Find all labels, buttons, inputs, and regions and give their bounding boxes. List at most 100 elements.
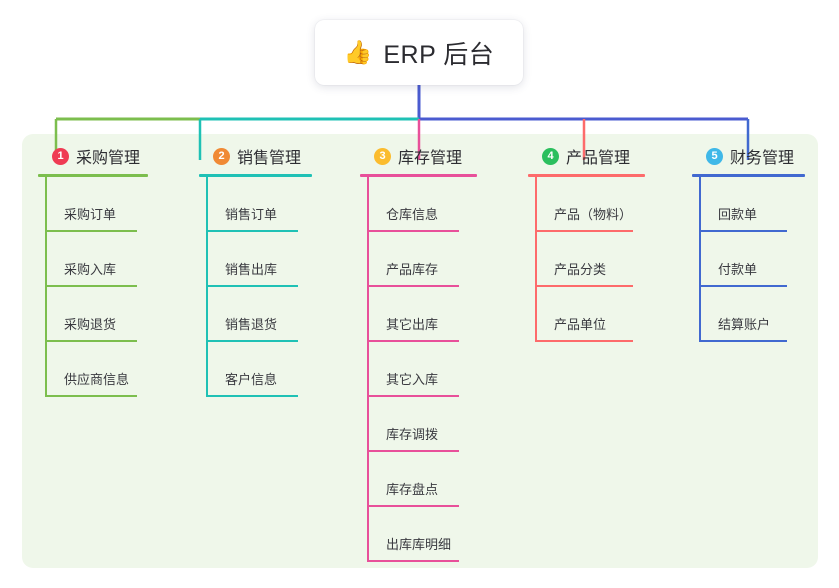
branch-number-badge: 5 (706, 147, 723, 165)
branch-item-underline (206, 395, 298, 397)
branch-item-underline (367, 450, 459, 452)
branch-number-badge: 2 (213, 147, 230, 165)
branch-item[interactable]: 供应商信息 (38, 342, 150, 397)
branch-column-1: 1 采购管理采购订单采购入库采购退货供应商信息 (38, 145, 150, 397)
branch-item-list: 回款单付款单结算账户 (692, 177, 805, 342)
branch-column-2: 2 销售管理销售订单销售出库销售退货客户信息 (199, 145, 312, 397)
branch-item-label: 采购订单 (64, 207, 117, 222)
branch-underline (38, 174, 148, 177)
branch-item-underline (535, 230, 633, 232)
root-node[interactable]: 👍 ERP 后台 (315, 20, 523, 85)
branch-number-badge: 1 (52, 147, 69, 165)
branch-title: 财务管理 (730, 150, 795, 167)
branch-item-underline (367, 560, 459, 562)
branch-item-underline (45, 340, 137, 342)
branch-item[interactable]: 出库库明细 (360, 507, 476, 562)
branch-item-underline (535, 285, 633, 287)
branch-item[interactable]: 回款单 (692, 177, 805, 232)
branch-item-label: 库存盘点 (386, 482, 439, 497)
branch-item[interactable]: 产品库存 (360, 232, 476, 287)
branch-item-label: 采购退货 (64, 317, 117, 332)
branch-item-label: 采购入库 (64, 262, 117, 277)
branch-header-4[interactable]: 4 产品管理 (528, 145, 645, 167)
branch-item[interactable]: 客户信息 (199, 342, 312, 397)
branch-item-label: 客户信息 (225, 372, 278, 387)
branch-number-badge: 4 (542, 147, 559, 165)
branch-header-3[interactable]: 3 库存管理 (360, 145, 476, 167)
branch-item[interactable]: 结算账户 (692, 287, 805, 342)
branch-item-underline (535, 340, 633, 342)
branch-item-label: 销售订单 (225, 207, 278, 222)
branch-item-label: 其它出库 (386, 317, 439, 332)
branch-spine (699, 177, 701, 342)
branch-item-underline (699, 285, 787, 287)
branch-item-underline (699, 230, 787, 232)
branch-item[interactable]: 其它入库 (360, 342, 476, 397)
branch-item[interactable]: 产品（物料） (528, 177, 645, 232)
branch-item-label: 产品单位 (554, 317, 607, 332)
branch-spine (535, 177, 537, 342)
branch-item-underline (206, 340, 298, 342)
branch-item-label: 销售出库 (225, 262, 278, 277)
branch-item-label: 供应商信息 (64, 372, 130, 387)
branch-item[interactable]: 销售退货 (199, 287, 312, 342)
branch-column-3: 3 库存管理仓库信息产品库存其它出库其它入库库存调拨库存盘点出库库明细 (360, 145, 477, 562)
branch-item-label: 回款单 (718, 207, 758, 222)
branch-item-underline (45, 395, 137, 397)
branch-number-badge: 3 (374, 147, 391, 165)
root-node-title: ERP 后台 (383, 40, 495, 69)
branch-title: 采购管理 (76, 150, 141, 167)
root-node-content: 👍 ERP 后台 (344, 35, 495, 71)
branch-underline (199, 174, 312, 177)
branch-header-2[interactable]: 2 销售管理 (199, 145, 312, 167)
branch-item[interactable]: 销售订单 (199, 177, 312, 232)
branch-spine (45, 177, 47, 397)
branch-item-underline (367, 285, 459, 287)
branch-title: 产品管理 (566, 150, 631, 167)
branch-spine (367, 177, 369, 562)
branch-item[interactable]: 库存盘点 (360, 452, 476, 507)
branch-item[interactable]: 库存调拨 (360, 397, 476, 452)
branch-item[interactable]: 销售出库 (199, 232, 312, 287)
branch-item[interactable]: 仓库信息 (360, 177, 476, 232)
branch-item-underline (699, 340, 787, 342)
branch-item-list: 产品（物料） 产品分类产品单位 (528, 177, 645, 342)
branch-column-4: 4 产品管理产品（物料） 产品分类产品单位 (528, 145, 645, 342)
branch-item[interactable]: 采购入库 (38, 232, 150, 287)
branch-item[interactable]: 产品分类 (528, 232, 645, 287)
branch-underline (692, 174, 805, 177)
branch-title: 库存管理 (398, 150, 463, 167)
branch-column-5: 5 财务管理回款单付款单结算账户 (692, 145, 805, 342)
branch-item-underline (367, 230, 459, 232)
branch-spine (206, 177, 208, 397)
branch-item-label: 结算账户 (718, 317, 771, 332)
branch-item-underline (367, 505, 459, 507)
branch-title: 销售管理 (237, 150, 302, 167)
branch-item-label: 其它入库 (386, 372, 439, 387)
branch-item-label: 产品库存 (386, 262, 439, 277)
branch-item-label: 付款单 (718, 262, 758, 277)
branch-underline (528, 174, 645, 177)
branch-header-5[interactable]: 5 财务管理 (692, 145, 805, 167)
branch-item-label: 产品（物料） (554, 207, 633, 222)
branch-item[interactable]: 付款单 (692, 232, 805, 287)
branch-item-label: 产品分类 (554, 262, 607, 277)
branch-item-underline (367, 340, 459, 342)
branch-item-label: 出库库明细 (386, 537, 452, 552)
branch-item-list: 仓库信息产品库存其它出库其它入库库存调拨库存盘点出库库明细 (360, 177, 476, 562)
branch-item-underline (45, 230, 137, 232)
branch-item-label: 仓库信息 (386, 207, 439, 222)
branch-underline (360, 174, 477, 177)
branch-header-1[interactable]: 1 采购管理 (38, 145, 150, 167)
branch-item[interactable]: 产品单位 (528, 287, 645, 342)
branch-item[interactable]: 采购订单 (38, 177, 150, 232)
branch-item-label: 库存调拨 (386, 427, 439, 442)
branch-item-list: 销售订单销售出库销售退货客户信息 (199, 177, 312, 397)
branch-item[interactable]: 其它出库 (360, 287, 476, 342)
branch-item-label: 销售退货 (225, 317, 278, 332)
branch-item-underline (206, 285, 298, 287)
branches-panel (22, 134, 818, 568)
branch-item-list: 采购订单采购入库采购退货供应商信息 (38, 177, 150, 397)
branch-item[interactable]: 采购退货 (38, 287, 150, 342)
